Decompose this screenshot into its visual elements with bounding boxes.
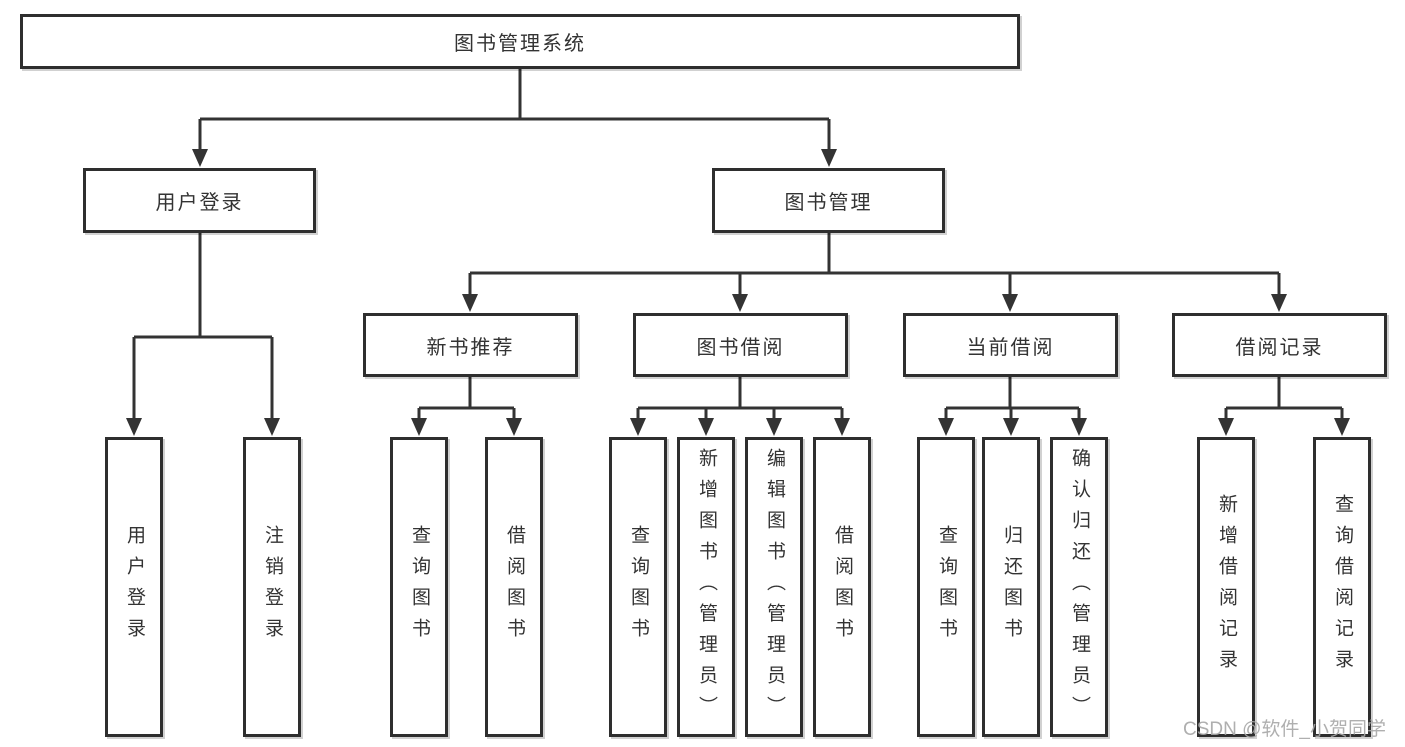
node-new-book-recommend: 新书推荐	[363, 313, 578, 377]
leaf-query-borrow-record: 查询借阅记录	[1313, 437, 1371, 737]
connector-borrow-record	[1224, 377, 1344, 420]
arrowheads-user-login	[126, 418, 280, 436]
leaf-logout: 注销登录	[243, 437, 301, 737]
leaf-query-book-borrow: 查询图书	[609, 437, 667, 737]
arrowheads-book-borrow	[630, 418, 850, 436]
leaf-query-book-current: 查询图书	[917, 437, 975, 737]
node-library-management-system: 图书管理系统	[20, 14, 1020, 69]
arrowheads-current-borrow	[938, 418, 1087, 436]
leaf-user-login: 用户登录	[105, 437, 163, 737]
leaf-borrow-book-borrow: 借阅图书	[813, 437, 871, 737]
leaf-borrow-book-recommend: 借阅图书	[485, 437, 543, 737]
leaf-return-book: 归还图书	[982, 437, 1040, 737]
node-borrowing-records: 借阅记录	[1172, 313, 1387, 377]
node-current-borrowing: 当前借阅	[903, 313, 1118, 377]
leaf-add-borrow-record: 新增借阅记录	[1197, 437, 1255, 737]
leaf-edit-book-admin: 编辑图书（管理员）	[745, 437, 803, 737]
leaf-confirm-return-admin: 确认归还（管理员）	[1050, 437, 1108, 737]
connector-new-book	[417, 377, 516, 420]
arrowheads-new-book	[411, 418, 522, 436]
connector-root	[198, 69, 831, 151]
connector-book-mgmt	[468, 233, 1281, 296]
csdn-watermark: CSDN @软件_小贺同学	[1183, 719, 1386, 740]
arrowheads-root	[192, 149, 837, 167]
connector-current-borrow	[944, 377, 1081, 420]
leaf-add-book-admin: 新增图书（管理员）	[677, 437, 735, 737]
connector-user-login	[132, 233, 274, 420]
node-user-login: 用户登录	[83, 168, 316, 233]
arrowheads-borrow-record	[1218, 418, 1350, 436]
leaf-query-book-recommend: 查询图书	[390, 437, 448, 737]
arrowheads-book-mgmt	[462, 294, 1287, 312]
node-book-borrowing: 图书借阅	[633, 313, 848, 377]
connector-book-borrow	[636, 377, 844, 420]
node-book-management: 图书管理	[712, 168, 945, 233]
